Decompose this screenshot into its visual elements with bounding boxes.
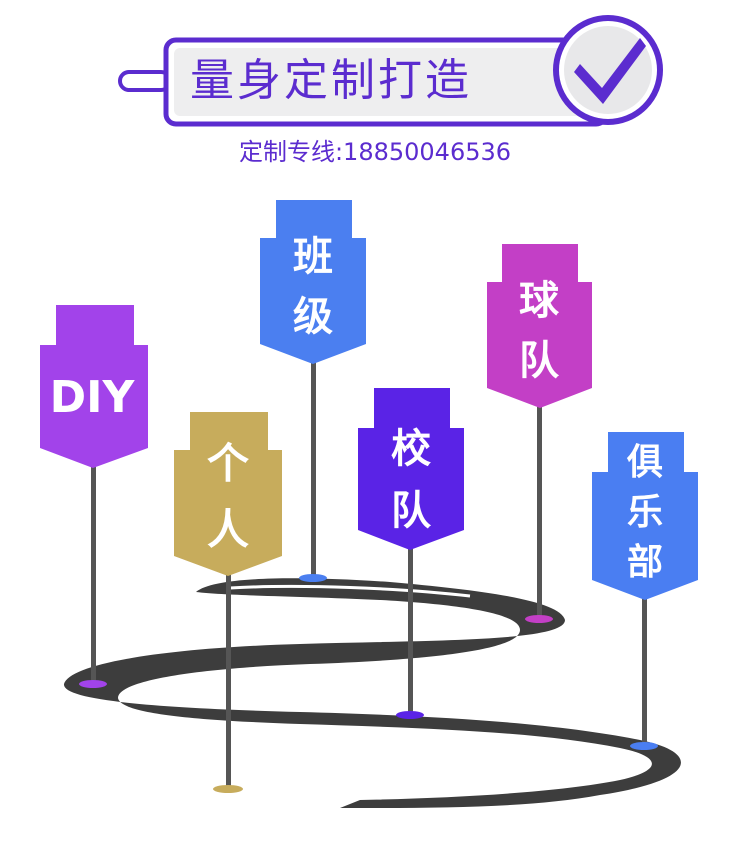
sign-label: 部	[627, 542, 663, 583]
sign-label: 乐	[627, 492, 663, 533]
header: 量身定制打造 定制专线:18850046536	[0, 0, 750, 180]
sign-base	[396, 711, 424, 719]
sign-base	[299, 574, 327, 582]
sign-personal[interactable]: 个 人	[174, 412, 282, 793]
sign-board	[40, 305, 148, 468]
sign-label: 球	[519, 278, 560, 324]
sign-label: 班	[293, 234, 333, 280]
sign-pole	[226, 570, 231, 788]
sign-pole	[537, 398, 542, 618]
sign-base	[79, 680, 107, 688]
sign-school[interactable]: 校 队	[358, 388, 464, 719]
sign-label: DIY	[50, 372, 136, 423]
sign-class[interactable]: 班 级	[260, 200, 366, 582]
sign-pole	[91, 460, 96, 685]
sign-board	[174, 412, 282, 576]
sign-base	[213, 785, 243, 793]
title-banner	[118, 15, 663, 127]
sign-label: 队	[519, 338, 560, 384]
sign-label: 队	[391, 488, 432, 534]
sign-board	[260, 200, 366, 364]
sign-base	[630, 742, 658, 750]
sign-label: 个	[207, 439, 249, 488]
sign-label: 俱	[626, 442, 663, 483]
sign-base	[525, 615, 553, 623]
sign-ball[interactable]: 球 队	[487, 244, 592, 623]
sign-board	[487, 244, 592, 408]
page-title: 量身定制打造	[190, 55, 472, 106]
road	[63, 578, 681, 808]
sign-diy[interactable]: DIY	[40, 305, 148, 688]
phone-hotline: 定制专线:18850046536	[238, 138, 512, 166]
sign-board	[592, 432, 698, 600]
sign-club[interactable]: 俱 乐 部	[592, 432, 698, 750]
sign-pole	[642, 590, 647, 746]
sign-label: 级	[293, 294, 333, 340]
sign-label: 人	[207, 505, 249, 554]
sign-board	[358, 388, 464, 550]
sign-label: 校	[391, 426, 431, 472]
checkmark-icon	[553, 15, 663, 125]
sign-pole	[408, 540, 413, 716]
sign-pole	[311, 350, 316, 578]
